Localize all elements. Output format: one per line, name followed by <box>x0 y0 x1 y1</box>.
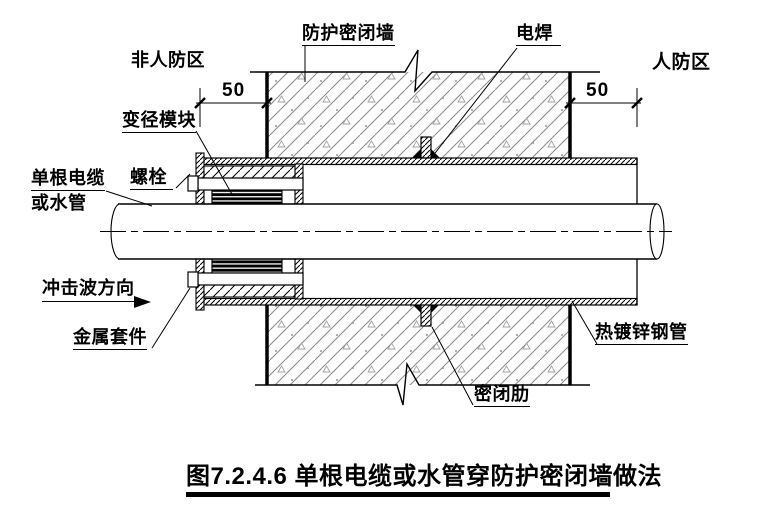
zone-label-non-defense: 非人防区 <box>131 50 205 70</box>
bolt-bottom <box>187 271 199 288</box>
dim-tick <box>194 97 273 109</box>
cover-plate-bottom <box>197 272 304 286</box>
figure-title: 图7.2.4.6 单根电缆或水管穿防护密闭墙做法 <box>186 463 663 490</box>
module-cap <box>203 189 213 205</box>
figure-title-underline <box>186 492 610 497</box>
callout-cable-line1: 单根电缆 <box>31 169 105 191</box>
weld-fillet <box>412 149 421 158</box>
seal-rib-top <box>420 136 432 159</box>
wall-upper-block <box>267 72 570 158</box>
callout-seal-rib: 密闭肋 <box>474 385 530 407</box>
callout-weld: 电焊 <box>516 24 561 46</box>
sealing-ribs <box>412 136 440 327</box>
wall-top-edge-break-line <box>250 49 600 93</box>
dimension-value-left: 50 <box>222 80 246 101</box>
cable-outline <box>118 203 657 260</box>
wall-faces <box>265 72 572 385</box>
reducer-module-top <box>211 189 283 205</box>
sealed-wall <box>250 49 600 406</box>
sleeve-bar-top <box>203 165 296 179</box>
callout-sealed-wall: 防护密闭墙 <box>302 24 395 46</box>
callout-metal-sleeve: 金属套件 <box>73 328 147 350</box>
sleeve-bar-bottom <box>203 284 296 298</box>
callout-cable-line2: 或水管 <box>31 193 87 213</box>
reducer-module-bottom <box>211 258 283 274</box>
wall-lower-block <box>267 304 570 385</box>
cover-plate-top <box>197 177 304 191</box>
wall-bottom-edge-break-line <box>255 361 590 406</box>
single-cable <box>100 203 672 260</box>
weld-fillet <box>431 304 440 313</box>
callout-shockwave-direction: 冲击波方向 <box>42 279 135 302</box>
module-cap <box>281 189 296 205</box>
shockwave-arrow-icon <box>134 296 151 308</box>
callout-reducer-module: 变径模块 <box>122 111 196 133</box>
callout-steel-pipe: 热镀锌钢管 <box>595 323 688 345</box>
leader-reducer-module <box>195 130 234 197</box>
dim-tick <box>564 97 643 109</box>
callout-bolt: 螺栓 <box>130 168 173 190</box>
dimension-value-right: 50 <box>586 80 610 101</box>
leader-metal-sleeve <box>151 287 191 349</box>
leader-lines <box>105 46 598 406</box>
leader-weld <box>431 47 518 158</box>
seal-rib-bottom <box>420 303 432 327</box>
leader-bolt <box>175 173 191 189</box>
pipe-top-wall <box>202 157 638 166</box>
leader-cable <box>105 190 153 207</box>
leader-seal-rib <box>431 326 474 406</box>
module-cap <box>203 258 213 274</box>
dimension-lines <box>194 88 643 127</box>
module-cap <box>281 258 296 274</box>
weld-fillet <box>412 304 421 313</box>
zone-label-defense: 人防区 <box>652 52 711 73</box>
bolt-top <box>187 175 199 192</box>
leader-steel-pipe <box>571 300 598 345</box>
